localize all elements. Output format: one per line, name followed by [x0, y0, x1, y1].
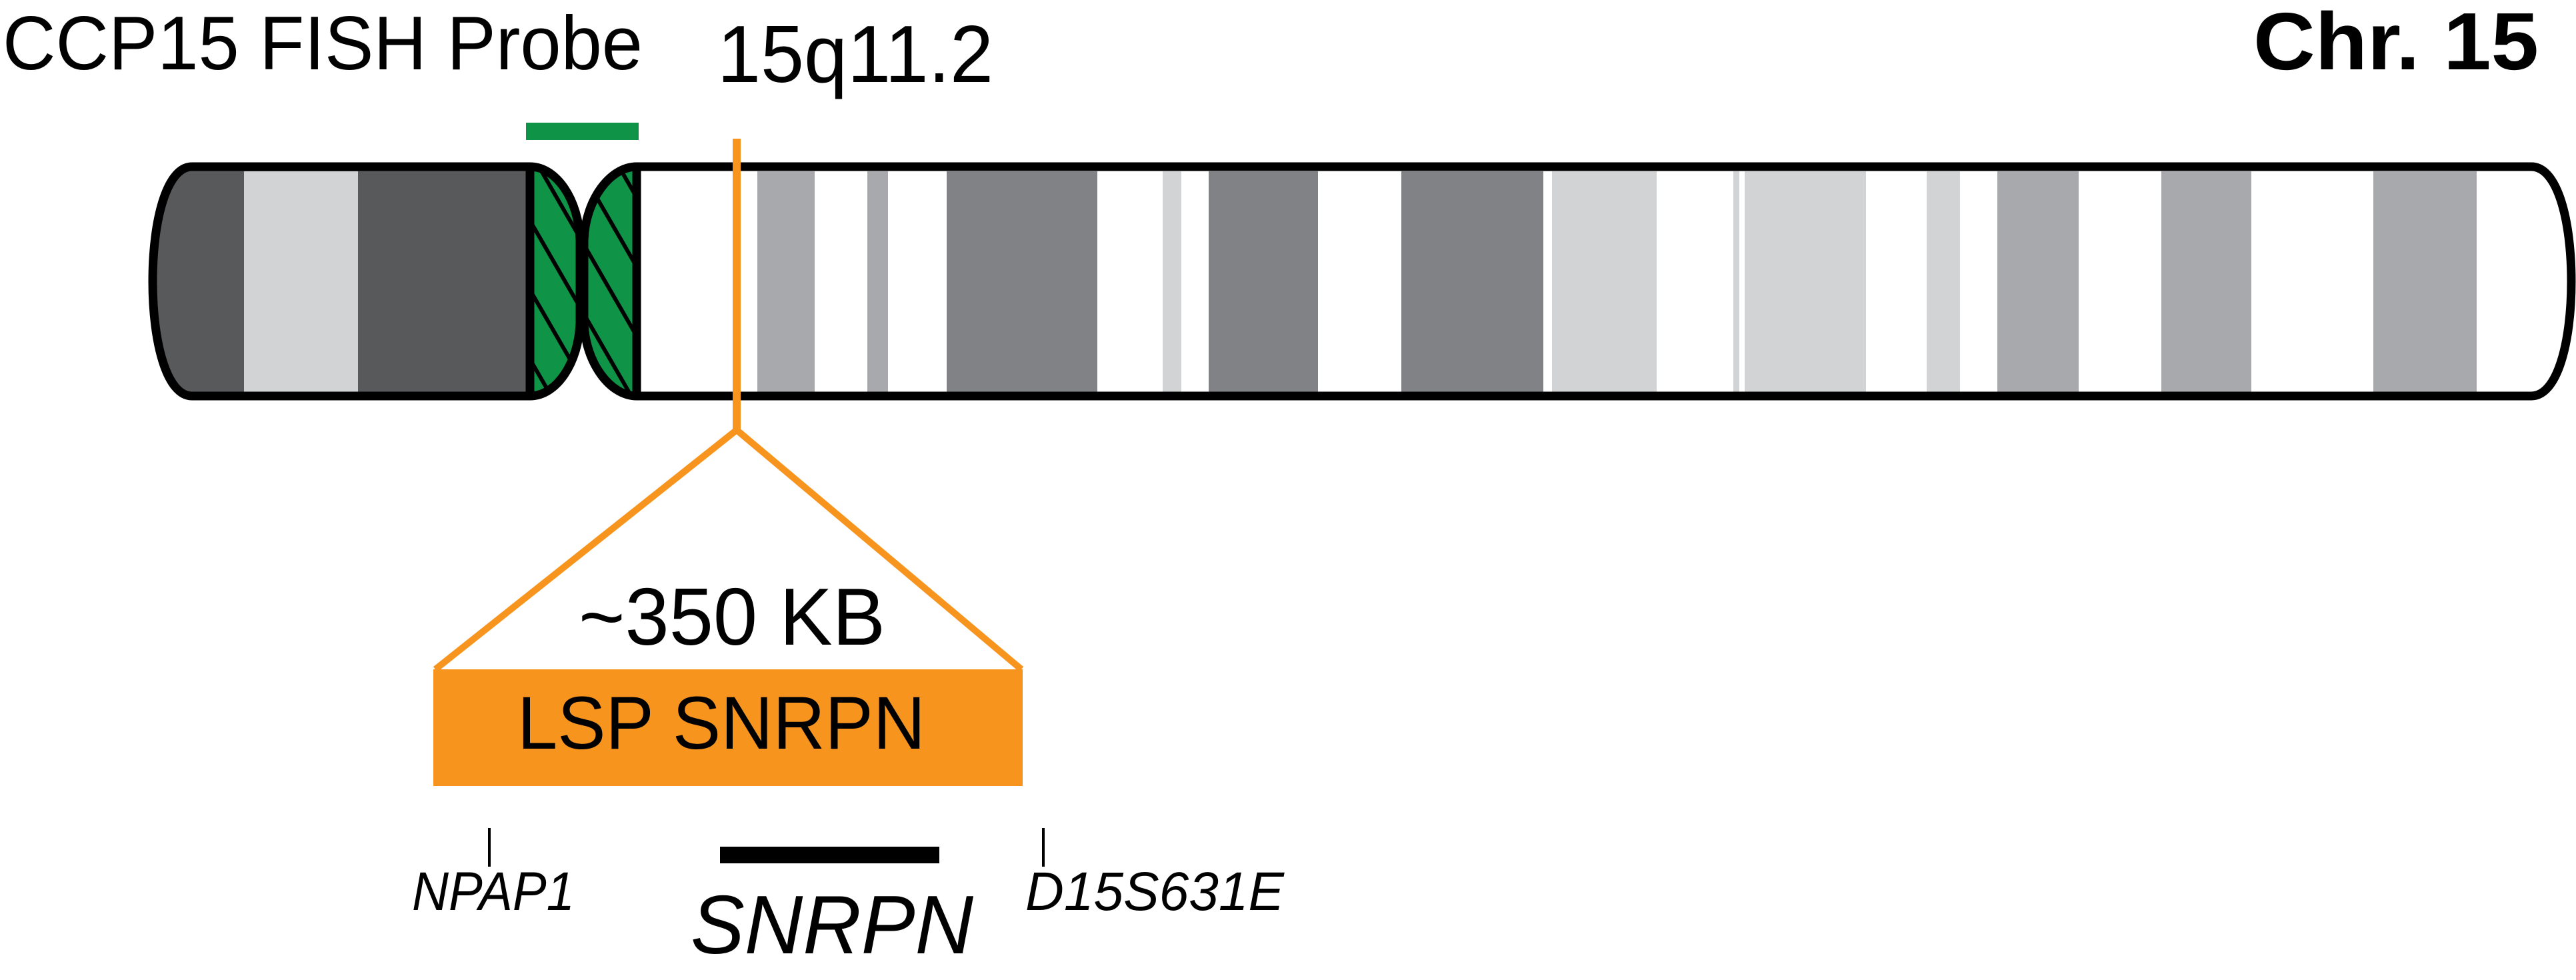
marker-label-d15s631e: D15S631E: [1025, 861, 1285, 922]
q-arm-band: [1401, 171, 1543, 392]
q-arm-band: [2373, 171, 2477, 392]
q-arm-band: [757, 171, 815, 392]
marker-npap1: NPAP1: [412, 828, 575, 922]
p-arm-band: [358, 171, 530, 392]
q-arm-outline: [637, 162, 2576, 401]
gene-label-snrpn: SNRPN: [691, 879, 973, 971]
chromosome-label: Chr. 15: [2253, 0, 2539, 87]
p-arm-band: [244, 171, 358, 392]
expansion-triangle: [433, 425, 1024, 672]
q-arm-band: [1163, 171, 1181, 392]
q-arm-band: [1927, 171, 1960, 392]
gene-bar: [720, 847, 939, 863]
q-arm-band: [1745, 171, 1866, 392]
q-arm-band: [2161, 171, 2251, 392]
q-arm-band: [1997, 171, 2079, 392]
region-size-label: ~350 KB: [579, 571, 885, 662]
chromosome: [148, 162, 2576, 401]
q-arm-band: [1733, 171, 1739, 392]
q-arm-bands: [757, 171, 2477, 392]
marker-d15s631e: D15S631E: [1025, 828, 1285, 922]
probe-box-fill: [433, 669, 1023, 786]
q-arm-band: [947, 171, 1097, 392]
centromere-lobe-left: [525, 162, 585, 401]
q-arm-band: [1552, 171, 1657, 392]
centromere-probe-bar: [526, 123, 639, 140]
q-arm-band: [1209, 171, 1318, 392]
centromere: [525, 162, 641, 401]
q-arm-band: [867, 171, 888, 392]
centromere-lobe-right: [579, 162, 641, 401]
marker-label-npap1: NPAP1: [412, 861, 575, 922]
gene-snrpn: SNRPN: [691, 847, 973, 971]
probe-title: CCP15 FISH Probe: [3, 1, 643, 86]
locus-expansion: ~350 KB: [433, 139, 1024, 672]
probe-box-label: LSP SNRPN: [517, 681, 925, 765]
locus-label: 15q11.2: [717, 9, 993, 99]
p-arm-outline: [148, 162, 530, 401]
probe-box: LSP SNRPN: [433, 669, 1023, 786]
